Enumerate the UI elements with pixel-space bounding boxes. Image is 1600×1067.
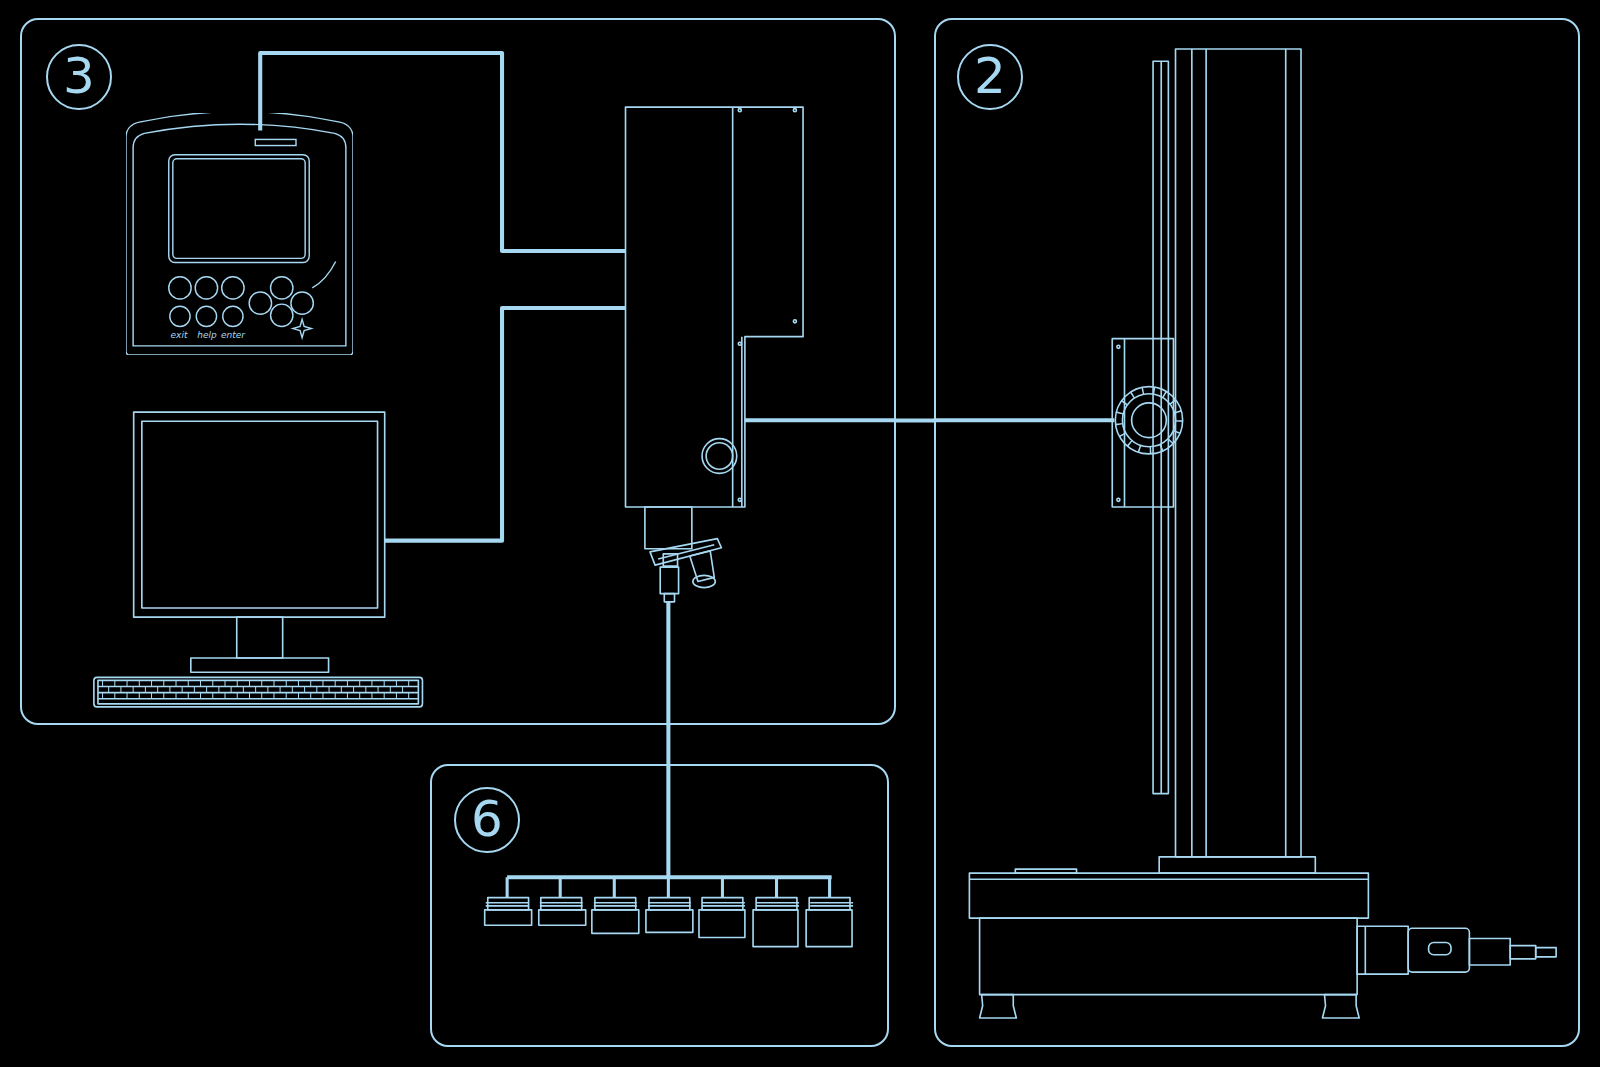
callout-number: 3	[46, 44, 112, 110]
controller-unit: exit help enter	[126, 113, 353, 355]
cable-connector	[896, 418, 934, 422]
callout-number: 6	[454, 787, 520, 853]
callout-number: 2	[957, 44, 1023, 110]
panel: 2	[934, 18, 1580, 1047]
cable-connector	[666, 725, 670, 764]
panel: 6	[430, 764, 889, 1047]
button-label: exit	[171, 330, 188, 340]
button-label: enter	[221, 330, 245, 340]
panel: 3 exit help enter	[20, 18, 896, 725]
button-label: help	[197, 330, 216, 340]
